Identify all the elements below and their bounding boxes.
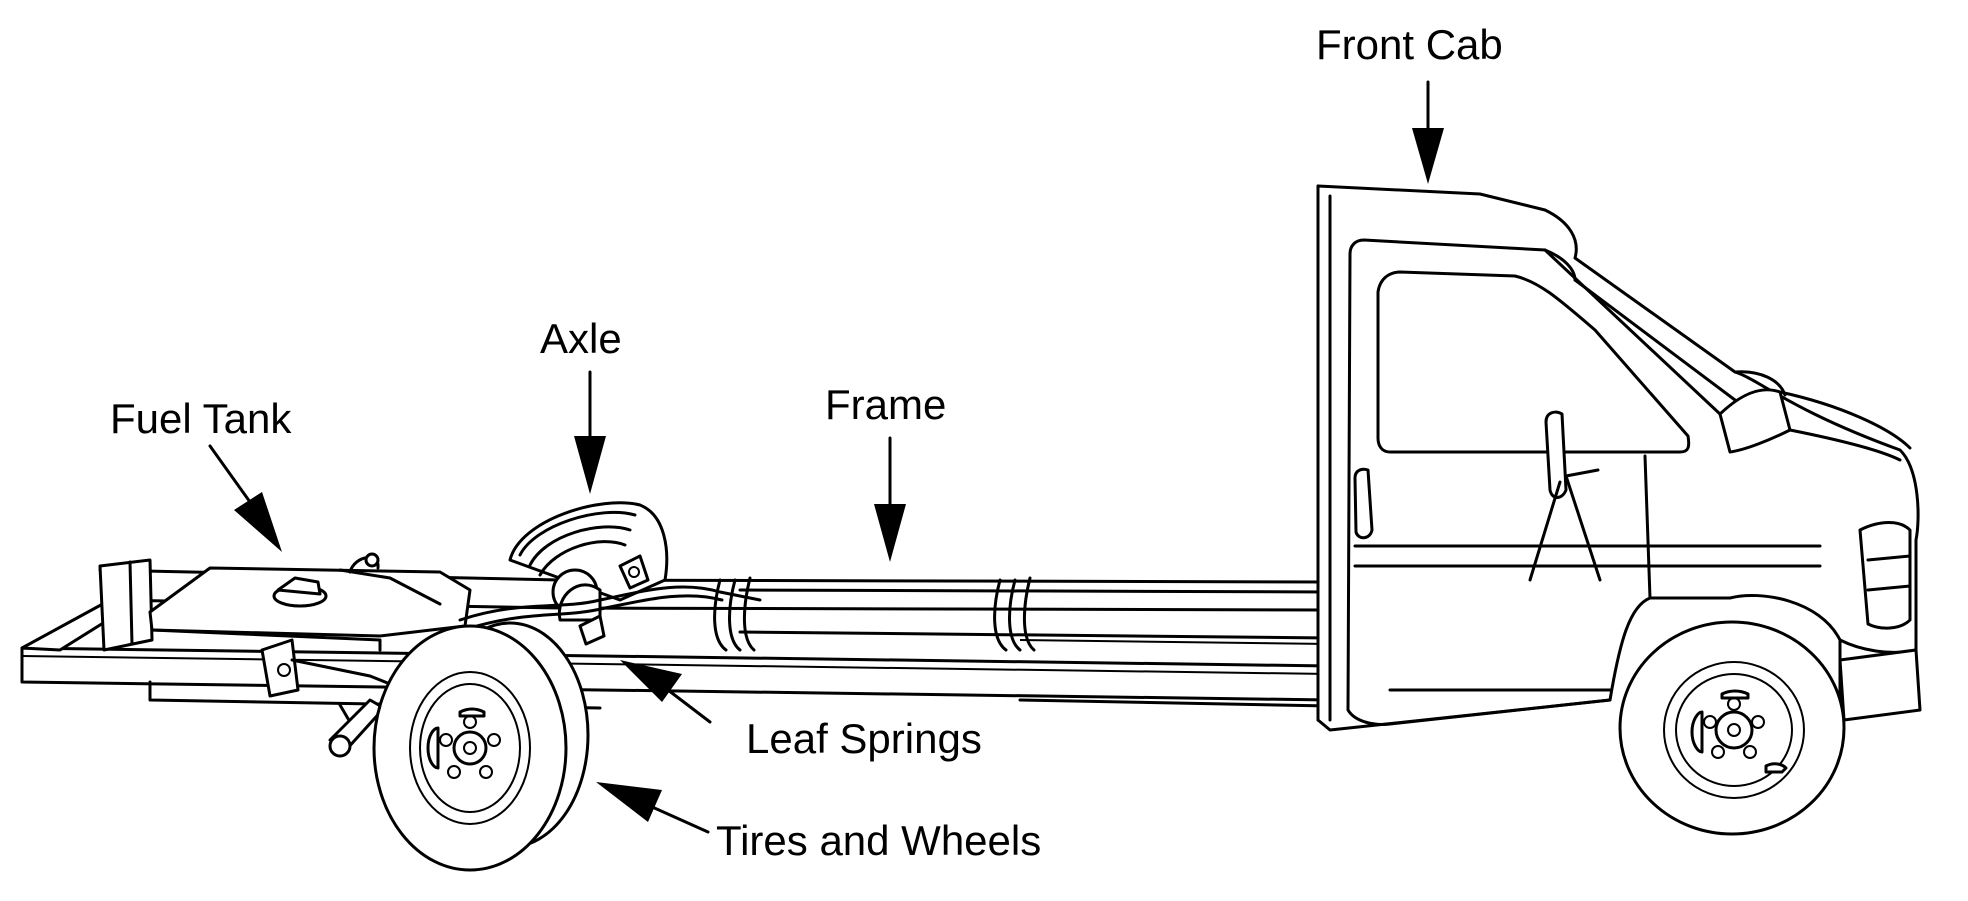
fuel-tank-arrow [208, 444, 282, 552]
tires-and-wheels-label: Tires and Wheels [716, 817, 1042, 864]
rear-wheel-illustration [372, 621, 590, 872]
leaf-springs-illustration [458, 576, 1036, 652]
frame-label: Frame [825, 381, 947, 428]
leaf-springs-arrow [620, 660, 712, 724]
frame-arrow [874, 436, 906, 562]
leaf-springs-label: Leaf Springs [746, 715, 982, 762]
fuel-tank-illustration [148, 552, 472, 652]
axle-illustration [508, 501, 669, 646]
front-cab-arrow [1412, 80, 1444, 184]
fuel-tank-label: Fuel Tank [110, 395, 292, 442]
front-wheel-illustration [1618, 620, 1846, 836]
front-cab-label: Front Cab [1316, 21, 1503, 68]
front-cab-illustration [1316, 184, 1922, 732]
axle-label: Axle [540, 315, 622, 362]
tires-and-wheels-arrow [596, 782, 710, 834]
axle-arrow [574, 370, 606, 494]
